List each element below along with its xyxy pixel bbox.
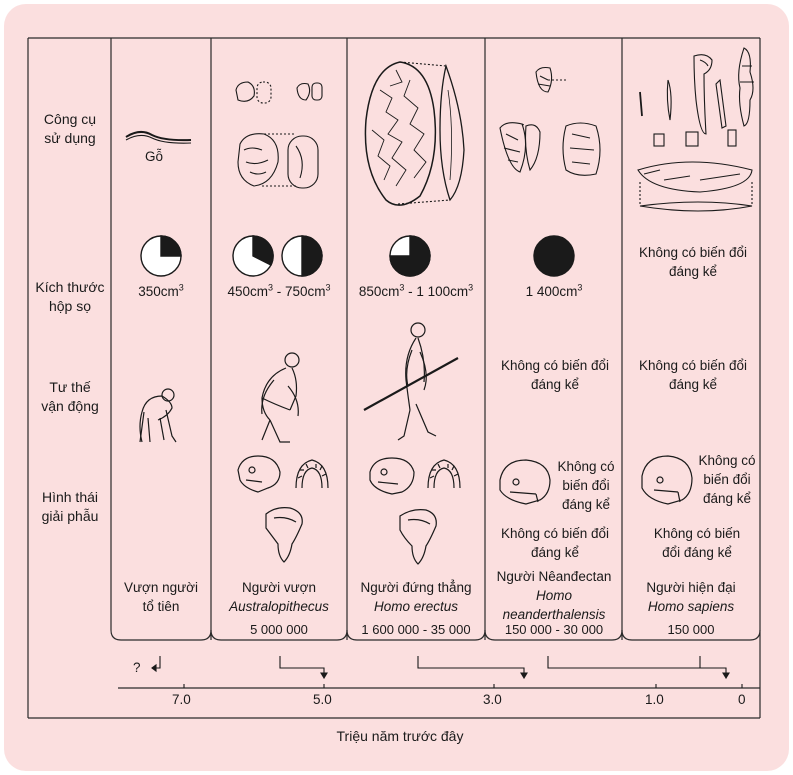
skull-size-col5-no-change: Không có biến đổi đáng kể — [638, 245, 748, 279]
time-range-neanderthal: 150 000 - 30 000 — [504, 622, 604, 637]
skull-size-col3: 850cm3 - 1 100cm3 — [358, 282, 474, 299]
anatomy-col4-no-change: Không có biến đổi đáng kể — [500, 526, 610, 560]
posture-col4-no-change: Không có biến đổi đáng kể — [500, 358, 610, 392]
homo-erectus-jaw-icon — [427, 459, 461, 489]
skull-size-col2: 450cm3 - 750cm3 — [227, 282, 331, 299]
axis-tick-5: 5.0 — [313, 692, 332, 707]
australopithecus-skull-icon — [237, 455, 281, 493]
skull-pie-750 — [281, 235, 323, 277]
axis-tick-7: 7.0 — [172, 692, 191, 707]
skull-pie-1100 — [389, 235, 431, 277]
axis-tick-3: 3.0 — [483, 692, 502, 707]
time-range-homo-sapiens: 150 000 — [667, 622, 715, 637]
skull-size-col1: 350cm3 — [138, 282, 184, 299]
quadruped-ape-icon — [139, 388, 177, 443]
axis-tick-1: 1.0 — [645, 692, 664, 707]
homo-erectus-pelvis-icon — [399, 509, 437, 565]
posture-col5-no-change: Không có biến đổi đáng kể — [638, 358, 748, 392]
modern-human-skull-icon — [641, 455, 693, 505]
wood-stick-icon — [125, 131, 192, 142]
homo-erectus-skull-icon — [369, 457, 415, 495]
skull-pie-450 — [232, 235, 274, 277]
mousterian-tools-icon — [499, 66, 601, 176]
pebble-tools-icon — [235, 81, 323, 189]
blade-tools-icon — [637, 47, 754, 212]
hand-axe-icon — [364, 61, 465, 206]
time-range-australopithecus: 5 000 000 — [250, 622, 308, 637]
time-range-homo-erectus: 1 600 000 - 35 000 — [361, 622, 471, 637]
unknown-origin-marker: ? — [133, 660, 141, 675]
skull-pie-350 — [140, 235, 182, 277]
skull-size-col4: 1 400cm3 — [525, 282, 583, 299]
neanderthal-skull-icon — [499, 459, 551, 505]
australopithecus-jaw-icon — [295, 459, 329, 489]
axis-title: Triệu năm trước đây — [336, 728, 464, 744]
tool-label-wood: Gỗ — [144, 149, 163, 164]
australopithecus-pelvis-icon — [265, 507, 303, 563]
australopithecus-figure-icon — [261, 352, 300, 443]
homo-erectus-figure-icon — [363, 322, 459, 441]
skull-pie-1400 — [533, 235, 575, 277]
anatomy-col5-no-change: Không có biến đổi đáng kể — [653, 526, 741, 560]
axis-tick-0: 0 — [738, 692, 746, 707]
